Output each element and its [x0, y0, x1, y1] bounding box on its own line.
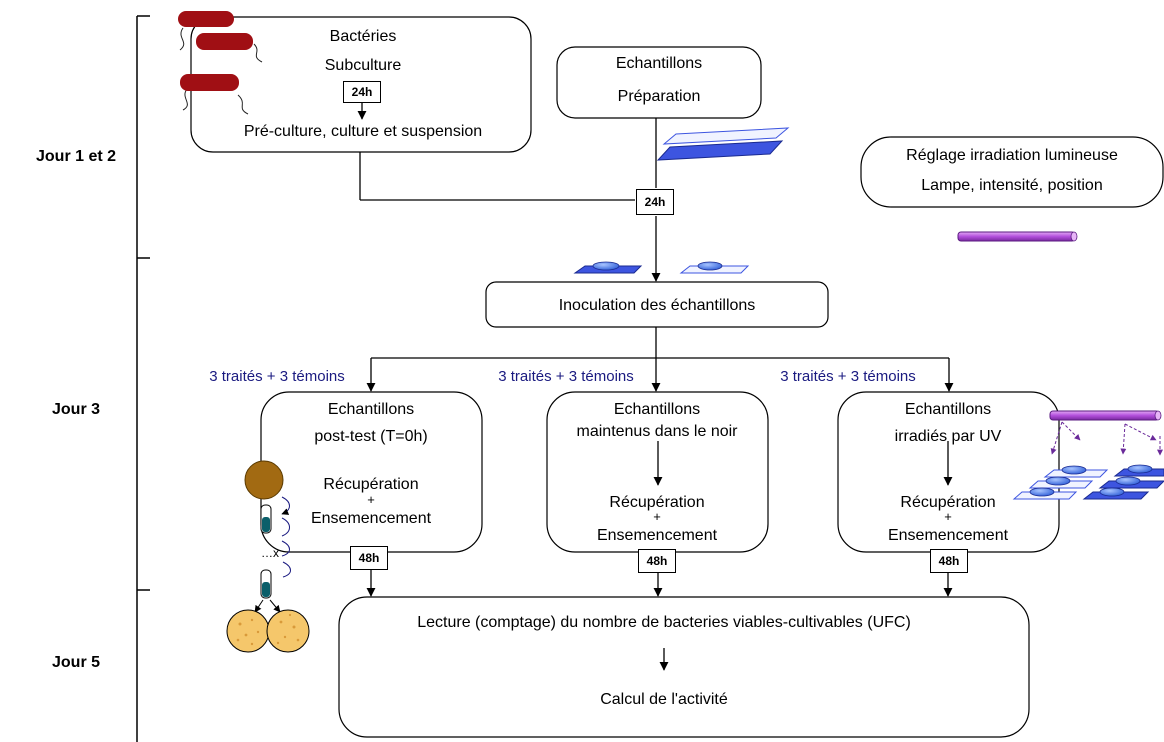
branch-label-uv: 3 traités + 3 témoins	[780, 368, 916, 385]
light-box	[860, 136, 1164, 208]
samples-box	[556, 46, 762, 119]
reading-count: Lecture (comptage) du nombre de bacterie…	[417, 614, 911, 631]
bacteria-preculture: Pré-culture, culture et suspension	[243, 123, 483, 140]
inoculated-plates-icon	[573, 261, 750, 274]
recovery-process-icon	[226, 460, 310, 653]
uv-recovery: Récupération	[900, 494, 996, 511]
dark-line1: Echantillons	[613, 401, 701, 418]
posttest-seeding: Ensemencement	[310, 510, 432, 527]
bacteria-subculture: Subculture	[324, 57, 402, 74]
inoculation-title: Inoculation des échantillons	[558, 297, 756, 314]
posttest-line2: post-test (T=0h)	[314, 428, 428, 445]
reading-box	[338, 596, 1030, 738]
timer-48h-uv: 48h	[930, 549, 968, 573]
timer-48h-dark: 48h	[638, 549, 676, 573]
inoculation-box	[485, 281, 829, 328]
posttest-line1: Echantillons	[327, 401, 415, 418]
day-label-3: Jour 3	[52, 401, 101, 418]
uv-line2: irradiés par UV	[894, 428, 1002, 445]
timer-24h-inoculation: 24h	[636, 189, 674, 215]
uv-lamp-icon	[1049, 410, 1163, 456]
uv-plus: +	[944, 509, 952, 524]
bacteria-title: Bactéries	[329, 28, 397, 45]
posttest-plus: +	[367, 492, 375, 507]
timeline-axis	[136, 15, 150, 742]
dark-plus: +	[653, 509, 661, 524]
branch-label-posttest: 3 traités + 3 témoins	[209, 368, 345, 385]
samples-title: Echantillons	[615, 55, 703, 72]
light-settings: Lampe, intensité, position	[921, 177, 1103, 194]
uv-line1: Echantillons	[904, 401, 992, 418]
day-label-5: Jour 5	[52, 654, 101, 671]
timer-24h-subculture: 24h	[343, 81, 381, 103]
timer-48h-posttest: 48h	[350, 546, 388, 570]
dark-recovery: Récupération	[609, 494, 705, 511]
dilution-label: …x	[261, 546, 279, 560]
dark-line2: maintenus dans le noir	[576, 423, 738, 440]
bacteria-icon	[178, 11, 263, 115]
branch-label-dark: 3 traités + 3 témoins	[498, 368, 634, 385]
reading-activity: Calcul de l'activité	[600, 691, 728, 708]
posttest-recovery: Récupération	[323, 476, 419, 493]
lamp-icon	[957, 231, 1078, 242]
day-label-1-2: Jour 1 et 2	[36, 148, 117, 165]
uv-plates-icon	[1012, 464, 1164, 500]
sample-plates-icon	[656, 127, 790, 161]
light-title: Réglage irradiation lumineuse	[906, 147, 1118, 164]
samples-preparation: Préparation	[617, 88, 701, 105]
dark-seeding: Ensemencement	[596, 527, 718, 544]
uv-seeding: Ensemencement	[887, 527, 1009, 544]
